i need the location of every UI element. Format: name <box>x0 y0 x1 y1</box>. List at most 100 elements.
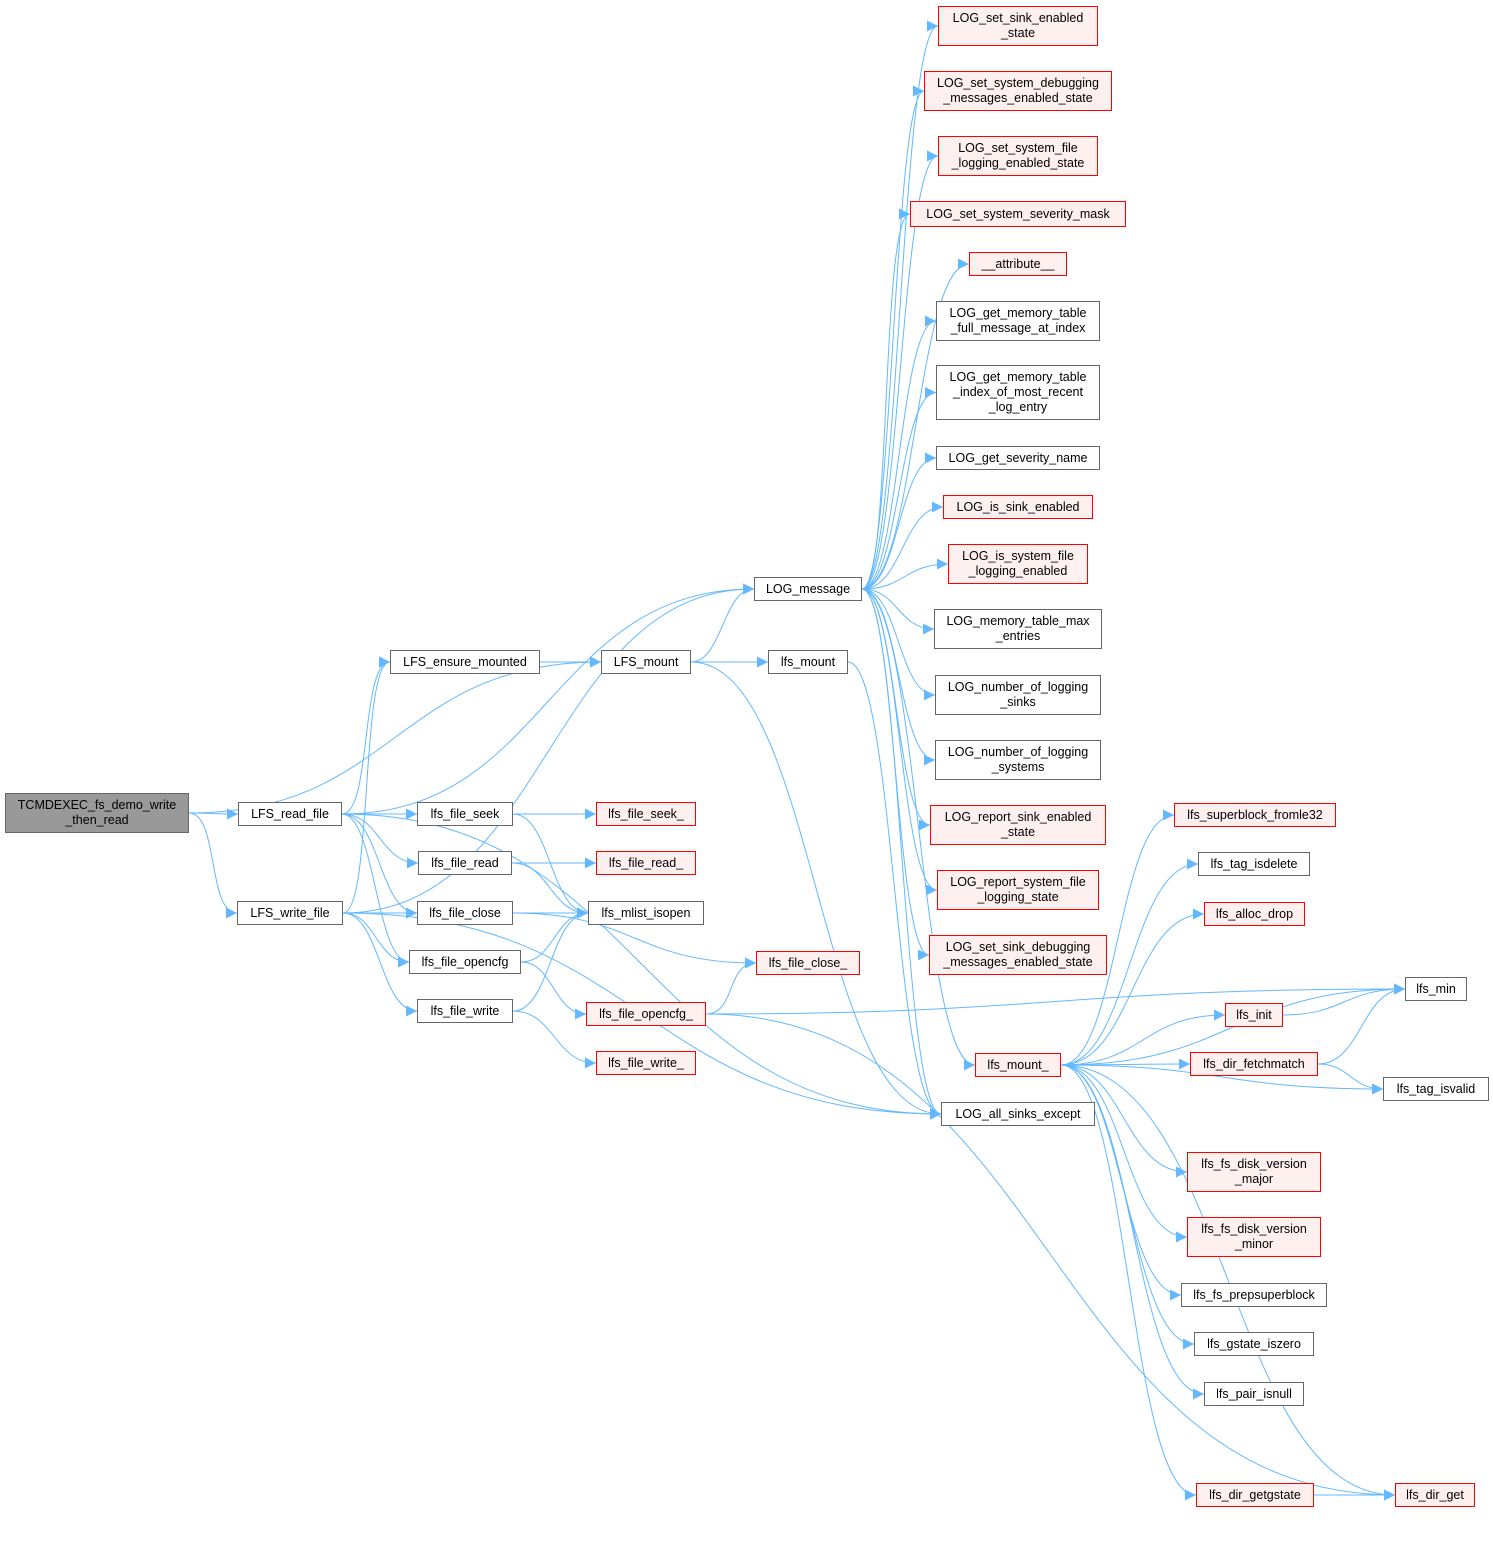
node-log-get-memory-full[interactable]: LOG_get_memory_table _full_message_at_in… <box>936 301 1100 341</box>
edge-tcmd-to-lfs_mount_upper <box>188 656 602 814</box>
node-log-is-system-file[interactable]: LOG_is_system_file _logging_enabled <box>948 544 1088 584</box>
edge-lfs_file_opencfg_-to-lfs_dir_get <box>705 1013 1396 1501</box>
node-log-set-sink-debugging[interactable]: LOG_set_sink_debugging _messages_enabled… <box>929 935 1107 975</box>
node-log-number-sinks[interactable]: LOG_number_of_logging _sinks <box>935 675 1101 715</box>
node-lfs-dir-getgstate[interactable]: lfs_dir_getgstate <box>1196 1483 1314 1507</box>
edge-lfs_mount_lower-to-log_all_sinks_except <box>847 661 942 1120</box>
edge-tcmd-to-lfs_write_file <box>188 812 238 919</box>
edge-lfs_read_file-to-log_all_sinks_except <box>341 813 942 1120</box>
edge-log_message-to-log_set_system_severity_mask <box>861 208 911 590</box>
edge-lfs_mount_-to-lfs_init <box>1060 1009 1226 1066</box>
edge-lfs_write_file-to-lfs_file_write <box>342 912 418 1017</box>
edge-lfs_mount_upper-to-log_message <box>690 583 755 663</box>
edge-log_message-to-log_get_severity_name <box>861 452 937 590</box>
node-lfs-pair-isnull[interactable]: lfs_pair_isnull <box>1204 1382 1304 1406</box>
edge-lfs_file_opencfg_-to-lfs_file_close_ <box>705 957 757 1015</box>
edge-lfs_dir_fetchmatch-to-lfs_tag_isvalid <box>1317 1063 1384 1095</box>
node-log-get-severity-name[interactable]: LOG_get_severity_name <box>936 446 1100 470</box>
edge-log_message-to-log_all_sinks_except <box>861 588 942 1120</box>
node-lfs-tag-isvalid[interactable]: lfs_tag_isvalid <box>1383 1077 1489 1101</box>
edge-lfs_file_close-to-lfs_file_close_ <box>512 912 757 969</box>
edge-log_message-to-log_set_system_debugging <box>861 85 925 590</box>
edge-lfs_dir_fetchmatch-to-lfs_min <box>1317 983 1406 1065</box>
edge-lfs_read_file-to-lfs_file_opencfg <box>341 813 410 968</box>
edge-lfs_write_file-to-lfs_file_opencfg <box>342 912 410 968</box>
node-lfs-file-seek-[interactable]: lfs_file_seek_ <box>596 802 696 826</box>
edge-log_message-to-log_set_sink_enabled_state <box>861 20 939 590</box>
node-lfs-fs-disk-version-minor[interactable]: lfs_fs_disk_version _minor <box>1187 1217 1321 1257</box>
edge-lfs_read_file-to-lfs_file_read <box>341 813 419 869</box>
node-log-set-system-file[interactable]: LOG_set_system_file _logging_enabled_sta… <box>938 136 1098 176</box>
edge-lfs_file_read-to-lfs_mlist_isopen <box>511 862 589 919</box>
edge-lfs_mount_-to-lfs_dir_get <box>1060 1064 1396 1501</box>
edge-lfs_mount_-to-lfs_superblock_fromle32 <box>1060 809 1175 1066</box>
edge-log_message-to-log_is_system_file <box>861 558 949 590</box>
edge-lfs_mount_-to-lfs_fs_disk_version_major <box>1060 1064 1188 1178</box>
node-log-report-sink[interactable]: LOG_report_sink_enabled _state <box>930 805 1106 845</box>
node-lfs-ensure-mounted[interactable]: LFS_ensure_mounted <box>390 650 540 674</box>
edge-lfs_read_file-to-lfs_ensure_mounted <box>341 656 391 815</box>
node-lfs-read-file[interactable]: LFS_read_file <box>238 802 342 826</box>
node-lfs-file-seek[interactable]: lfs_file_seek <box>417 802 513 826</box>
node-lfs-file-opencfg-[interactable]: lfs_file_opencfg_ <box>586 1002 706 1026</box>
node-lfs-min[interactable]: lfs_min <box>1405 977 1467 1001</box>
node-lfs-file-write[interactable]: lfs_file_write <box>417 999 513 1023</box>
edge-log_message-to-log_number_systems <box>861 588 936 766</box>
node-lfs-dir-get[interactable]: lfs_dir_get <box>1395 1483 1475 1507</box>
node-lfs-mount-upper[interactable]: LFS_mount <box>601 650 691 674</box>
node-lfs-mlist-isopen[interactable]: lfs_mlist_isopen <box>588 901 704 925</box>
edge-lfs_file_opencfg-to-lfs_mlist_isopen <box>520 907 589 963</box>
edge-lfs_file_opencfg-to-lfs_file_opencfg_ <box>520 961 587 1020</box>
node-tcmd: TCMDEXEC_fs_demo_write _then_read <box>5 793 189 833</box>
node-log-set-system-severity-mask[interactable]: LOG_set_system_severity_mask <box>910 201 1126 227</box>
node-lfs-gstate-iszero[interactable]: lfs_gstate_iszero <box>1194 1332 1314 1356</box>
node-lfs-file-close[interactable]: lfs_file_close <box>417 901 513 925</box>
edge-log_message-to-log_report_system_file <box>861 588 938 896</box>
edge-lfs_mount_-to-lfs_tag_isvalid <box>1060 1064 1384 1095</box>
node-lfs-file-write-[interactable]: lfs_file_write_ <box>596 1051 696 1075</box>
node-lfs-fs-disk-version-major[interactable]: lfs_fs_disk_version _major <box>1187 1152 1321 1192</box>
node-log-report-system-file[interactable]: LOG_report_system_file _logging_state <box>937 870 1099 910</box>
edge-lfs_write_file-to-lfs_ensure_mounted <box>342 656 391 914</box>
edge-lfs_write_file-to-log_message <box>342 583 755 914</box>
edge-lfs_read_file-to-log_message <box>341 583 755 815</box>
node-lfs-dir-fetchmatch[interactable]: lfs_dir_fetchmatch <box>1190 1052 1318 1076</box>
edge-lfs_mount_upper-to-log_all_sinks_except <box>690 661 942 1120</box>
node-lfs-fs-prepsuperblock[interactable]: lfs_fs_prepsuperblock <box>1181 1283 1327 1307</box>
edge-log_message-to-log_get_memory_index <box>861 387 937 590</box>
edge-lfs_mount_-to-lfs_min <box>1060 983 1406 1066</box>
edge-lfs_mount_-to-lfs_dir_getgstate <box>1060 1064 1197 1501</box>
node-lfs-alloc-drop[interactable]: lfs_alloc_drop <box>1204 902 1305 926</box>
edge-log_message-to-log_is_sink_enabled <box>861 501 944 590</box>
node-lfs-init[interactable]: lfs_init <box>1225 1003 1283 1027</box>
edge-lfs_file_write-to-lfs_mlist_isopen <box>512 907 589 1012</box>
edge-log_message-to-attribute <box>861 258 970 590</box>
node-lfs-tag-isdelete[interactable]: lfs_tag_isdelete <box>1198 852 1310 876</box>
edge-lfs_file_write-to-lfs_file_write_ <box>512 1010 597 1069</box>
node-log-set-sink-enabled-state[interactable]: LOG_set_sink_enabled _state <box>938 6 1098 46</box>
node-log-all-sinks-except[interactable]: LOG_all_sinks_except <box>941 1102 1095 1126</box>
edge-lfs_init-to-lfs_min <box>1282 983 1406 1016</box>
node-lfs-file-read-[interactable]: lfs_file_read_ <box>596 851 696 875</box>
node-lfs-mount-[interactable]: lfs_mount_ <box>975 1053 1061 1077</box>
node-log-set-system-debugging[interactable]: LOG_set_system_debugging _messages_enabl… <box>924 71 1112 111</box>
node-log-memory-table-max[interactable]: LOG_memory_table_max _entries <box>934 609 1102 649</box>
node-lfs-superblock-fromle32[interactable]: lfs_superblock_fromle32 <box>1174 803 1336 827</box>
edge-log_message-to-log_get_memory_full <box>861 315 937 590</box>
edge-log_message-to-lfs_mount_ <box>861 588 976 1071</box>
edge-lfs_mount_-to-lfs_tag_isdelete <box>1060 858 1199 1066</box>
edge-lfs_mount_-to-lfs_fs_disk_version_minor <box>1060 1064 1188 1243</box>
edge-lfs_read_file-to-lfs_file_close <box>341 813 418 919</box>
node-lfs-write-file[interactable]: LFS_write_file <box>237 901 343 925</box>
node-lfs-file-opencfg[interactable]: lfs_file_opencfg <box>409 950 521 974</box>
edge-log_message-to-log_report_sink <box>861 588 931 831</box>
node-lfs-file-close-[interactable]: lfs_file_close_ <box>756 951 860 975</box>
node-log-get-memory-index[interactable]: LOG_get_memory_table _index_of_most_rece… <box>936 365 1100 420</box>
node-log-message[interactable]: LOG_message <box>754 577 862 601</box>
node-log-is-sink-enabled[interactable]: LOG_is_sink_enabled <box>943 495 1093 519</box>
node-lfs-file-read[interactable]: lfs_file_read <box>418 851 512 875</box>
node-log-number-systems[interactable]: LOG_number_of_logging _systems <box>935 740 1101 780</box>
node-attribute[interactable]: __attribute__ <box>969 252 1067 276</box>
node-lfs-mount-lower[interactable]: lfs_mount <box>768 650 848 674</box>
